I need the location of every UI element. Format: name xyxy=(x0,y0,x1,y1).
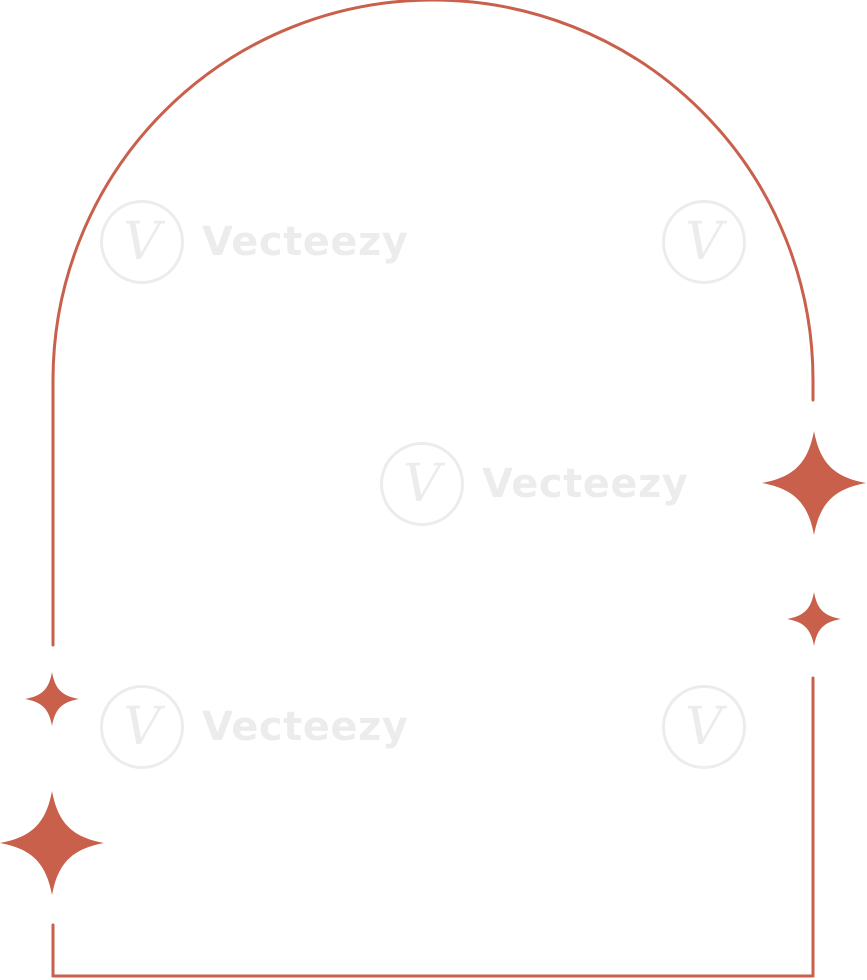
large-sparkle-icon xyxy=(0,791,104,895)
small-sparkle-icon xyxy=(787,592,841,646)
arch-outline xyxy=(51,0,815,647)
large-sparkle-icon xyxy=(762,431,866,535)
small-sparkle-icon xyxy=(25,672,79,726)
